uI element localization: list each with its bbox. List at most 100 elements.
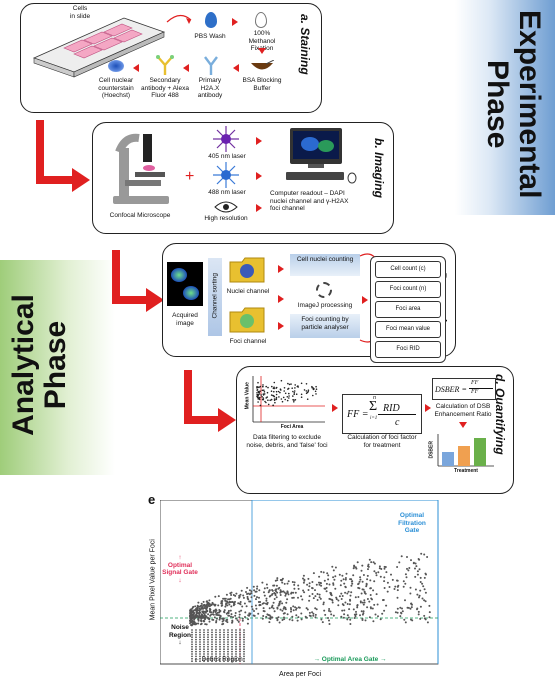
- e-noise-point: [215, 651, 217, 653]
- e-point: [287, 583, 289, 585]
- e-point: [357, 587, 359, 589]
- e-point: [281, 602, 283, 604]
- e-noise-point: [243, 629, 245, 631]
- e-point: [367, 568, 369, 570]
- dsber-formula: DSBER = FF FF: [432, 378, 496, 400]
- e-noise-point: [195, 651, 197, 653]
- mini-point: [283, 397, 285, 399]
- mini-point: [276, 397, 278, 399]
- e-noise-point: [191, 648, 193, 650]
- e-point: [369, 587, 371, 589]
- e-point: [350, 591, 352, 593]
- resolution-label: High resolution: [203, 215, 249, 223]
- e-point: [255, 598, 257, 600]
- e-noise-point: [231, 629, 233, 631]
- e-point: [340, 593, 342, 595]
- plus-sign: +: [185, 168, 194, 186]
- e-point: [370, 561, 372, 563]
- e-point: [222, 618, 224, 620]
- e-noise-point: [211, 639, 213, 641]
- e-noise-point: [207, 629, 209, 631]
- e-point: [399, 607, 401, 609]
- outputs-list: Cell count (c) Foci count (n) Foci area …: [370, 256, 446, 363]
- mini-point: [267, 399, 269, 401]
- mini-point: [278, 391, 280, 393]
- e-point: [231, 622, 233, 624]
- e-point: [303, 579, 305, 581]
- e-point: [406, 576, 408, 578]
- e-noise-point: [239, 636, 241, 638]
- e-point: [244, 611, 246, 613]
- e-point: [389, 586, 391, 588]
- e-point: [257, 613, 259, 615]
- e-point: [210, 614, 212, 616]
- mini-point: [304, 389, 306, 391]
- e-noise-point: [219, 636, 221, 638]
- e-point: [218, 595, 220, 597]
- e-point: [361, 610, 363, 612]
- e-noise-point: [223, 653, 225, 655]
- e-point: [196, 608, 198, 610]
- mini-point: [315, 386, 317, 388]
- e-point: [279, 622, 281, 624]
- e-noise-point: [215, 644, 217, 646]
- e-optimal-signal: ↑Optimal Signal Gate↓: [162, 554, 198, 584]
- experimental-phase-label: Experimental Phase: [481, 10, 545, 198]
- e-point: [253, 615, 255, 617]
- e-point: [419, 590, 421, 592]
- e-point: [340, 580, 342, 582]
- e-noise-point: [199, 636, 201, 638]
- e-point: [201, 603, 203, 605]
- laser-405-icon: [213, 126, 239, 152]
- e-noise-point: [207, 653, 209, 655]
- mini-point: [292, 391, 294, 393]
- e-point: [286, 598, 288, 600]
- e-noise-point: [207, 632, 209, 634]
- e-point: [290, 609, 292, 611]
- e-point: [387, 591, 389, 593]
- arrow-secondary-nuclear: [133, 64, 139, 72]
- e-point: [399, 615, 401, 617]
- e-optimal-area: → Optimal Area Gate →: [305, 656, 395, 664]
- e-point: [401, 555, 403, 557]
- e-noise-point: [219, 648, 221, 650]
- e-point: [226, 594, 228, 596]
- e-noise-point: [199, 651, 201, 653]
- e-point: [303, 582, 305, 584]
- e-noise-point: [231, 646, 233, 648]
- e-noise-point: [235, 648, 237, 650]
- e-point: [191, 617, 193, 619]
- e-noise-point: [191, 651, 193, 653]
- e-point: [397, 580, 399, 582]
- arrow-foci: [278, 322, 284, 330]
- output-cell-count: Cell count (c): [375, 261, 441, 278]
- e-noise-point: [199, 632, 201, 634]
- e-point: [359, 614, 361, 616]
- e-noise-point: [239, 651, 241, 653]
- e-point: [266, 598, 268, 600]
- e-point: [210, 604, 212, 606]
- e-noise-point: [211, 648, 213, 650]
- e-point: [309, 612, 311, 614]
- eye-icon: [214, 201, 238, 213]
- confocal-microscope-icon: [105, 130, 175, 210]
- e-point: [415, 563, 417, 565]
- e-point: [197, 602, 199, 604]
- e-point: [235, 612, 237, 614]
- e-point: [309, 595, 311, 597]
- e-noise-point: [203, 632, 205, 634]
- mini-point: [271, 399, 273, 401]
- e-point: [390, 574, 392, 576]
- e-point: [312, 587, 314, 589]
- e-point: [248, 615, 250, 617]
- e-point: [234, 615, 236, 617]
- e-noise-point: [215, 629, 217, 631]
- nuclei-folder-icon: [228, 256, 266, 284]
- red-l-arrow-c-d: [180, 370, 240, 440]
- e-point: [355, 611, 357, 613]
- e-point: [383, 580, 385, 582]
- e-point: [207, 603, 209, 605]
- e-point: [415, 565, 417, 567]
- e-point: [418, 613, 420, 615]
- mini-point: [306, 393, 308, 395]
